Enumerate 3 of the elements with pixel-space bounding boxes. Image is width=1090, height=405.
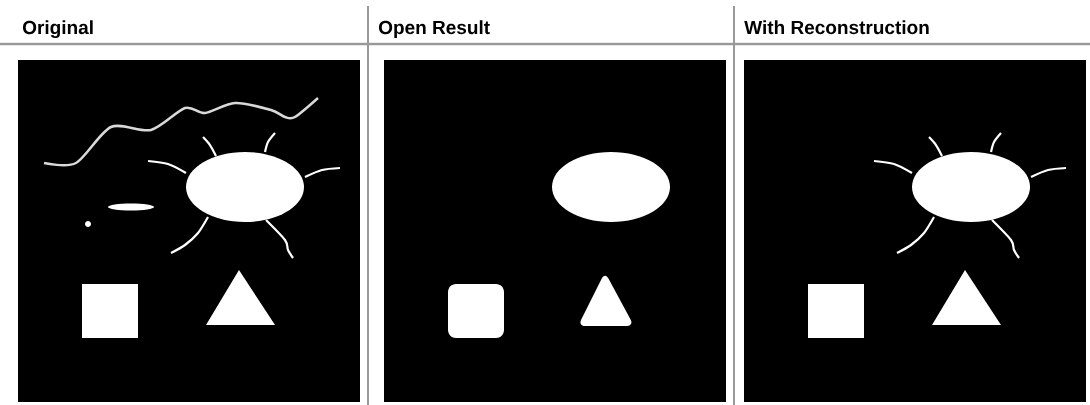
column-header: Original [23, 20, 93, 39]
column-header: With Reconstruction [744, 20, 929, 35]
column-header: Open Result [379, 20, 490, 38]
